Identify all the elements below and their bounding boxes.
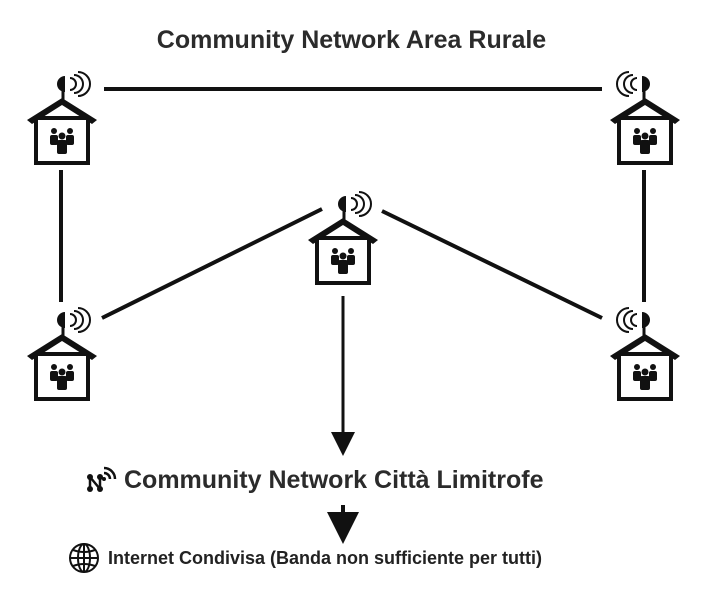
antenna-icon bbox=[616, 307, 650, 336]
globe-icon bbox=[69, 543, 99, 573]
link-center-bottom-left bbox=[101, 207, 323, 320]
city-network-node: Community Network Città Limitrofe bbox=[84, 460, 543, 500]
house-with-antenna-icon bbox=[27, 71, 97, 165]
people-icon bbox=[331, 248, 355, 274]
link-center-bottom-right bbox=[381, 209, 603, 320]
house-with-antenna-icon bbox=[610, 71, 680, 165]
house-with-antenna-icon bbox=[27, 307, 97, 401]
antenna-icon bbox=[616, 71, 650, 100]
antenna-icon bbox=[57, 307, 91, 336]
network-signal-icon bbox=[87, 466, 117, 492]
people-icon bbox=[50, 364, 74, 390]
diagram-title: Community Network Area Rurale bbox=[156, 26, 547, 54]
internet-label: Internet Condivisa (Banda non sufficient… bbox=[108, 547, 543, 568]
people-icon bbox=[50, 128, 74, 154]
house-with-antenna-icon bbox=[308, 191, 378, 285]
house-with-antenna-icon bbox=[610, 307, 680, 401]
internet-node: Internet Condivisa (Banda non sufficient… bbox=[68, 540, 542, 576]
city-network-label: Community Network Città Limitrofe bbox=[124, 465, 544, 494]
antenna-icon bbox=[57, 71, 91, 100]
antenna-icon bbox=[338, 191, 372, 220]
people-icon bbox=[633, 128, 657, 154]
people-icon bbox=[633, 364, 657, 390]
